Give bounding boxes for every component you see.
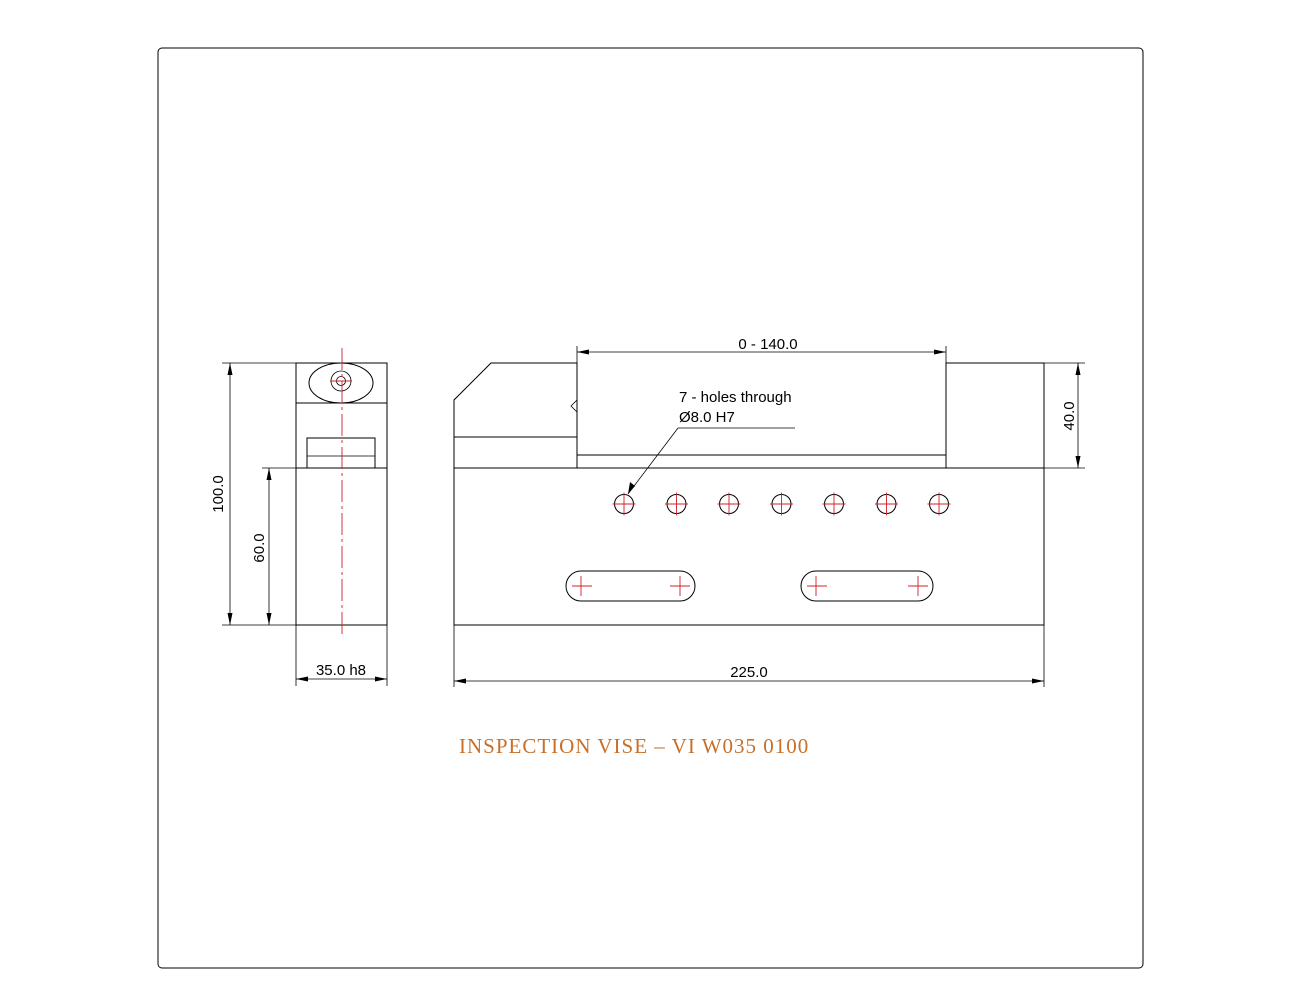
through-hole bbox=[770, 492, 793, 516]
through-hole bbox=[612, 492, 636, 516]
callout-line2: Ø8.0 H7 bbox=[679, 409, 735, 426]
drawing-title: INSPECTION VISE – VI W035 0100 bbox=[459, 734, 809, 758]
side-view-base bbox=[295, 467, 388, 626]
front-view-slots bbox=[565, 570, 934, 602]
dim-overall-height: 100.0 bbox=[210, 475, 227, 513]
slot-right bbox=[800, 570, 934, 602]
callout-leader bbox=[627, 427, 679, 495]
dim-jaw-height: 40.0 bbox=[1061, 401, 1078, 430]
drawing-frame bbox=[157, 47, 1144, 969]
through-hole bbox=[875, 492, 898, 516]
through-hole bbox=[822, 492, 846, 516]
dim-jaw-opening: 0 - 140.0 bbox=[738, 336, 797, 353]
front-view-base bbox=[453, 467, 1045, 626]
front-view-dimensions: 0 - 140.0 40.0 225.0 bbox=[453, 336, 1085, 687]
dim-length: 225.0 bbox=[730, 664, 768, 681]
front-view bbox=[453, 362, 1045, 626]
dim-base-height: 60.0 bbox=[251, 533, 268, 562]
through-hole bbox=[717, 492, 741, 516]
side-view-middle-outline bbox=[295, 403, 388, 469]
side-view bbox=[295, 348, 388, 634]
side-view-screw-boss bbox=[308, 362, 374, 404]
front-view-movable-jaw bbox=[945, 362, 1045, 469]
slot-left bbox=[565, 570, 696, 602]
side-view-dimensions: 100.0 60.0 35.0 h8 bbox=[210, 362, 388, 686]
front-view-holes bbox=[612, 492, 951, 516]
through-hole bbox=[927, 492, 951, 516]
dim-width: 35.0 h8 bbox=[316, 662, 366, 679]
through-hole bbox=[665, 492, 688, 516]
front-view-fixed-jaw bbox=[453, 362, 578, 468]
callout-line1: 7 - holes through bbox=[679, 389, 792, 406]
hole-callout: 7 - holes through Ø8.0 H7 bbox=[627, 389, 795, 495]
